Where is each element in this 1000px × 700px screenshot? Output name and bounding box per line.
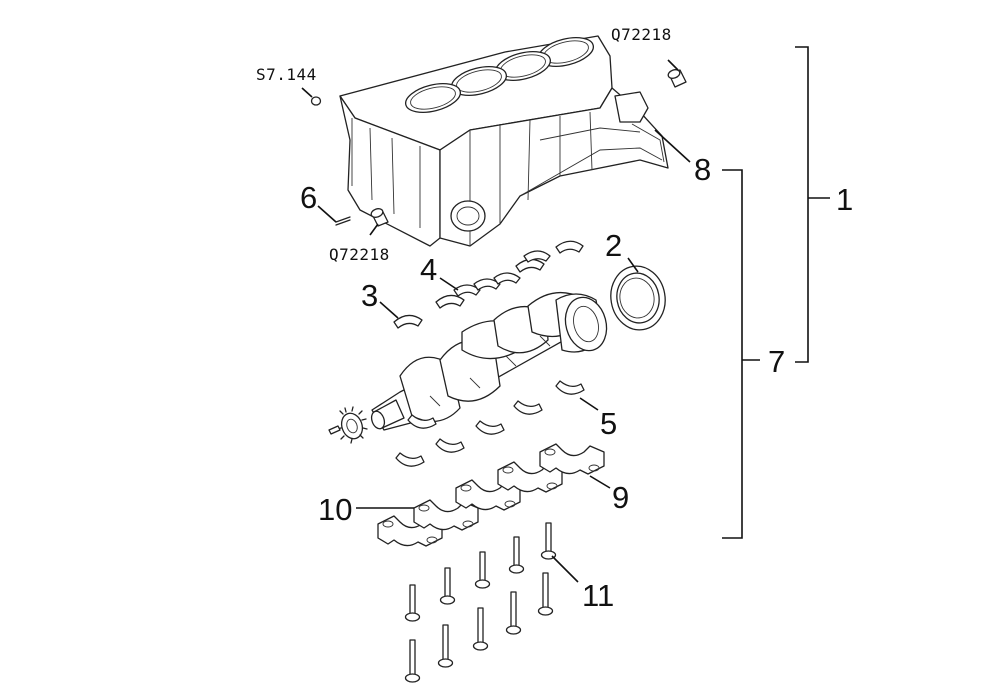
callout-10: 10 (318, 492, 352, 527)
callout-6: 6 (300, 180, 317, 215)
callout-1: 1 (836, 182, 853, 217)
code-label-top-left: S7.144 (256, 65, 317, 84)
rear-oil-seal (610, 265, 666, 331)
leader-lines (301, 59, 691, 583)
callout-9: 9 (612, 480, 629, 515)
callout-3: 3 (361, 278, 378, 313)
bracket-group-1 (795, 46, 830, 363)
plug-middle-left (370, 208, 389, 227)
code-label-top-right: Q72218 (611, 25, 672, 44)
crankshaft (370, 291, 608, 431)
bracket-group-7 (722, 169, 760, 539)
callout-11: 11 (582, 578, 614, 613)
plug-top-right (667, 69, 687, 88)
callout-4: 4 (420, 252, 437, 287)
cylinder-block (339, 35, 669, 247)
code-label-middle-left: Q72218 (329, 245, 390, 264)
dowel-pin-top-left (310, 96, 322, 106)
upper-bearing-shells (393, 240, 584, 329)
pin-part-6 (335, 216, 351, 226)
woodruff-key (328, 425, 341, 435)
callout-7: 7 (768, 344, 785, 379)
crank-sprocket (336, 406, 368, 444)
main-bearing-bolts (404, 522, 557, 683)
callout-5: 5 (600, 406, 617, 441)
callout-8: 8 (694, 152, 711, 187)
lower-bearing-shells (395, 380, 585, 467)
callout-2: 2 (605, 228, 622, 263)
main-bearing-caps (377, 443, 605, 547)
